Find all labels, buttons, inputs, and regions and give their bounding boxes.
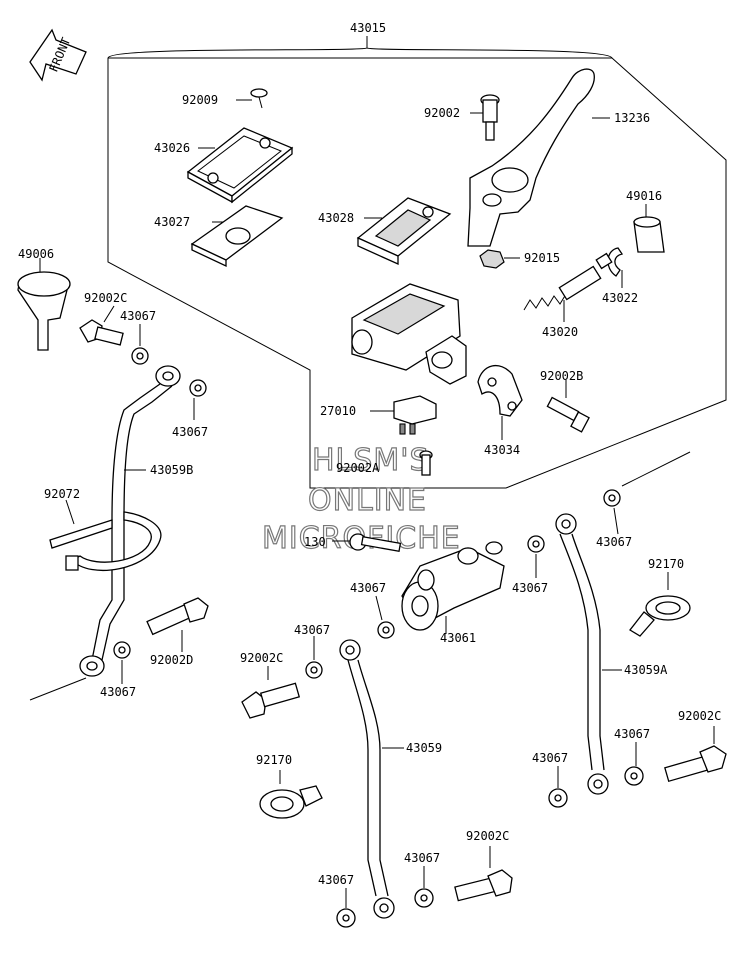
handlebar-clamp bbox=[477, 364, 523, 440]
brake-hose-43059 bbox=[339, 639, 404, 919]
label-43022: 43022 bbox=[602, 291, 638, 305]
label-43067-j: 43067 bbox=[404, 851, 440, 865]
pivot-nut bbox=[479, 249, 520, 269]
banjo-boot-left bbox=[17, 258, 71, 351]
banjo-bolt-right bbox=[664, 726, 727, 783]
cylinder-bolt bbox=[332, 533, 402, 552]
reservoir-cap-screw bbox=[236, 88, 268, 109]
label-43027: 43027 bbox=[154, 215, 190, 229]
label-49006: 49006 bbox=[18, 247, 54, 261]
piston-circlip bbox=[607, 247, 624, 288]
label-43059a: 43059A bbox=[624, 663, 668, 677]
master-cylinder-body bbox=[351, 283, 467, 385]
washer-low-b bbox=[414, 866, 434, 908]
label-92170-b: 92170 bbox=[256, 753, 292, 767]
hose-clamp-left bbox=[259, 770, 323, 819]
label-92002a: 92002A bbox=[336, 461, 380, 475]
washer-left-mid bbox=[189, 379, 207, 420]
washer-low-d bbox=[624, 742, 644, 786]
watermark-line-2: ONLINE bbox=[308, 483, 427, 518]
hose-clamp-right bbox=[629, 572, 691, 637]
label-43059: 43059 bbox=[406, 741, 442, 755]
watermark-line-1: HLSM'S bbox=[312, 443, 430, 478]
label-43067-c: 43067 bbox=[596, 535, 632, 549]
label-92002c-c: 92002C bbox=[678, 709, 721, 723]
label-92002c-a: 92002C bbox=[84, 291, 127, 305]
clamp-bolt bbox=[546, 380, 590, 433]
washer-low-a bbox=[336, 888, 356, 928]
washer-right-top bbox=[603, 451, 691, 535]
label-92009: 92009 bbox=[182, 93, 218, 107]
cable-tie bbox=[49, 499, 162, 572]
label-43020: 43020 bbox=[542, 325, 578, 339]
label-43067-e: 43067 bbox=[512, 581, 548, 595]
label-43067-a: 43067 bbox=[120, 309, 156, 323]
label-92002c-d: 92002C bbox=[466, 829, 509, 843]
label-43059b: 43059B bbox=[150, 463, 193, 477]
label-92002c-b: 92002C bbox=[240, 651, 283, 665]
label-43067-d: 43067 bbox=[350, 581, 386, 595]
label-43026: 43026 bbox=[154, 141, 190, 155]
banjo-bolt-upper-left bbox=[79, 305, 124, 346]
label-43061: 43061 bbox=[440, 631, 476, 645]
reservoir-diaphragm bbox=[356, 197, 452, 266]
label-43067-b: 43067 bbox=[172, 425, 208, 439]
label-43028: 43028 bbox=[318, 211, 354, 225]
washer-mid-a bbox=[375, 595, 395, 639]
label-27010: 27010 bbox=[320, 404, 356, 418]
washer-low-c bbox=[548, 766, 568, 808]
lever-boot bbox=[633, 204, 665, 253]
reservoir-cap bbox=[186, 127, 294, 204]
label-43034: 43034 bbox=[484, 443, 520, 457]
washer-left-low bbox=[113, 641, 131, 684]
front-arrow-icon: FRONT bbox=[29, 28, 87, 82]
label-43067-i: 43067 bbox=[614, 727, 650, 741]
rear-master-cylinder bbox=[401, 541, 505, 634]
assembly-outline bbox=[107, 57, 727, 489]
label-92002d: 92002D bbox=[150, 653, 193, 667]
banjo-bolt-92002d bbox=[146, 597, 209, 652]
brake-lever bbox=[467, 68, 610, 247]
label-43067-f: 43067 bbox=[294, 623, 330, 637]
label-92015: 92015 bbox=[524, 251, 560, 265]
lever-pivot-bolt bbox=[470, 94, 500, 141]
washer-mid-c bbox=[305, 636, 323, 679]
reservoir-plate bbox=[190, 205, 284, 268]
banjo-bolt-bottom bbox=[454, 846, 513, 902]
master-piston-kit bbox=[523, 252, 613, 322]
label-92072: 92072 bbox=[44, 487, 80, 501]
label-13236: 13236 bbox=[614, 111, 650, 125]
washer-mid-b bbox=[527, 535, 545, 578]
switch-screw bbox=[419, 450, 433, 476]
brake-hose-43059a bbox=[555, 513, 622, 795]
label-43067-k: 43067 bbox=[318, 873, 354, 887]
washer-left-top bbox=[131, 324, 149, 365]
banjo-bolt-mid-left bbox=[241, 666, 301, 719]
label-92002: 92002 bbox=[424, 106, 460, 120]
label-43067-g: 43067 bbox=[100, 685, 136, 699]
label-92170-a: 92170 bbox=[648, 557, 684, 571]
brake-light-switch bbox=[370, 395, 437, 435]
label-43015: 43015 bbox=[350, 21, 386, 35]
label-43067-h: 43067 bbox=[532, 751, 568, 765]
label-92002b: 92002B bbox=[540, 369, 583, 383]
label-130: 130 bbox=[304, 535, 326, 549]
label-49016: 49016 bbox=[626, 189, 662, 203]
